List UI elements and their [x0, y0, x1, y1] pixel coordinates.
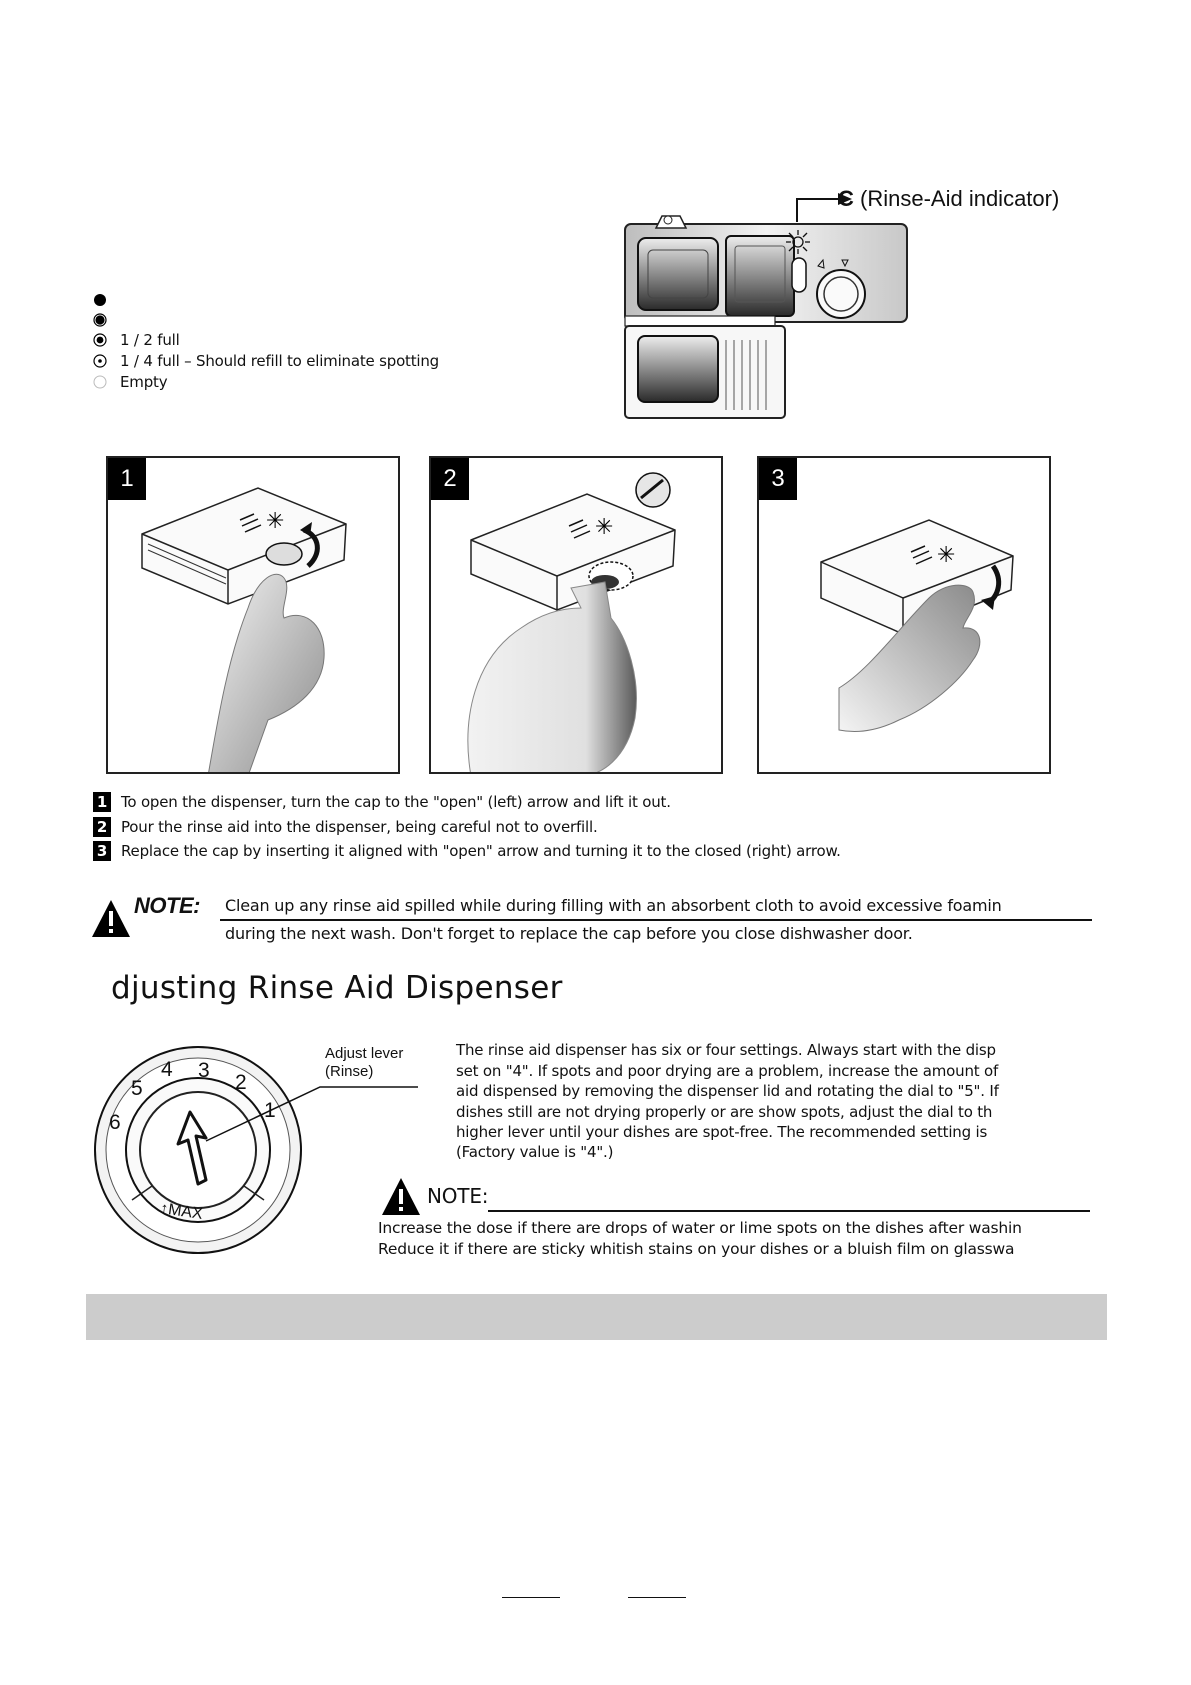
quarter-dot-icon — [93, 354, 107, 368]
dial-number-3: 3 — [198, 1059, 210, 1082]
legend-label: 1 / 4 full – Should refill to eliminate … — [120, 352, 440, 370]
rinse-aid-dial-illustration — [94, 1046, 418, 1254]
footer-rule-left — [502, 1597, 560, 1598]
step-badge: 2 — [93, 817, 111, 837]
note-divider — [220, 919, 1092, 921]
dial-number-2: 2 — [235, 1071, 247, 1094]
paragraph-line: dishes still are not drying properly or … — [456, 1103, 993, 1121]
paragraph-line: The rinse aid dispenser has six or four … — [456, 1041, 996, 1059]
note-label: NOTE: — [427, 1184, 489, 1208]
section-header-band — [86, 1294, 1107, 1340]
replace-cap-illustration: ✳ — [820, 519, 1014, 733]
indicator-letter: C — [838, 186, 854, 211]
warning-icon — [92, 900, 130, 937]
step-frame-number: 1 — [108, 458, 146, 500]
empty-dot-icon — [93, 375, 107, 389]
legend-row-quarter: 1 / 4 full – Should refill to eliminate … — [93, 351, 439, 371]
legend-row-three-quarter — [93, 310, 120, 330]
section-title: djusting Rinse Aid Dispenser — [111, 970, 563, 1006]
instruction-text: Replace the cap by inserting it aligned … — [121, 842, 841, 860]
pour-rinse-aid-illustration: ✳ — [467, 472, 676, 772]
footer-rule-right — [628, 1597, 686, 1598]
note-text-line2: Reduce it if there are sticky whitish st… — [378, 1240, 1015, 1258]
paragraph-line: (Factory value is "4".) — [456, 1143, 614, 1161]
dispenser-panel-illustration — [624, 193, 908, 419]
note-text-line2: during the next wash. Don't forget to re… — [225, 924, 913, 943]
step-frame-1: 1 ✳ — [106, 456, 400, 774]
legend-label: 1 / 2 full — [120, 331, 180, 349]
adjust-lever-callout: Adjust lever (Rinse) — [325, 1045, 403, 1081]
paragraph-line: aid dispensed by removing the dispenser … — [456, 1082, 999, 1100]
note-divider — [488, 1210, 1090, 1212]
note-label: NOTE: — [134, 893, 200, 918]
dial-number-4: 4 — [161, 1058, 173, 1081]
instruction-text: To open the dispenser, turn the cap to t… — [121, 793, 671, 811]
callout-line1: Adjust lever — [325, 1045, 404, 1062]
legend-label: Empty — [120, 373, 168, 391]
step-frame-number: 3 — [759, 458, 797, 500]
half-dot-icon — [93, 333, 107, 347]
instruction-row-3: 3 Replace the cap by inserting it aligne… — [93, 840, 841, 862]
mostly-filled-dot-icon — [93, 313, 107, 327]
instruction-text: Pour the rinse aid into the dispenser, b… — [121, 818, 598, 836]
open-cap-illustration: ✳ — [141, 487, 347, 772]
warning-icon — [382, 1178, 420, 1215]
instruction-row-1: 1 To open the dispenser, turn the cap to… — [93, 791, 671, 813]
svg-text:✳: ✳ — [937, 543, 955, 568]
dial-number-1: 1 — [264, 1099, 276, 1122]
step-frame-2: 2 ✳ — [429, 456, 723, 774]
legend-row-empty: Empty — [93, 372, 168, 392]
step-badge: 1 — [93, 792, 111, 812]
dial-number-6: 6 — [109, 1111, 121, 1134]
svg-text:✳: ✳ — [266, 509, 284, 534]
note-text-line1: Clean up any rinse aid spilled while dur… — [225, 896, 1002, 915]
dial-number-5: 5 — [131, 1077, 143, 1100]
legend-row-half: 1 / 2 full — [93, 330, 180, 350]
paragraph-line: higher lever until your dishes are spot-… — [456, 1123, 988, 1141]
callout-line2: (Rinse) — [325, 1063, 374, 1080]
step-frame-3: 3 ✳ — [757, 456, 1051, 774]
legend-row-full — [93, 290, 120, 310]
step-badge: 3 — [93, 841, 111, 861]
rinse-aid-indicator-label: C (Rinse-Aid indicator) — [838, 186, 1059, 212]
note-text-line1: Increase the dose if there are drops of … — [378, 1219, 1022, 1237]
step-frame-number: 2 — [431, 458, 469, 500]
svg-text:✳: ✳ — [595, 515, 613, 540]
instruction-row-2: 2 Pour the rinse aid into the dispenser,… — [93, 816, 598, 838]
filled-dot-icon — [94, 294, 106, 306]
paragraph-line: set on "4". If spots and poor drying are… — [456, 1062, 999, 1080]
indicator-caption: (Rinse-Aid indicator) — [860, 186, 1060, 211]
